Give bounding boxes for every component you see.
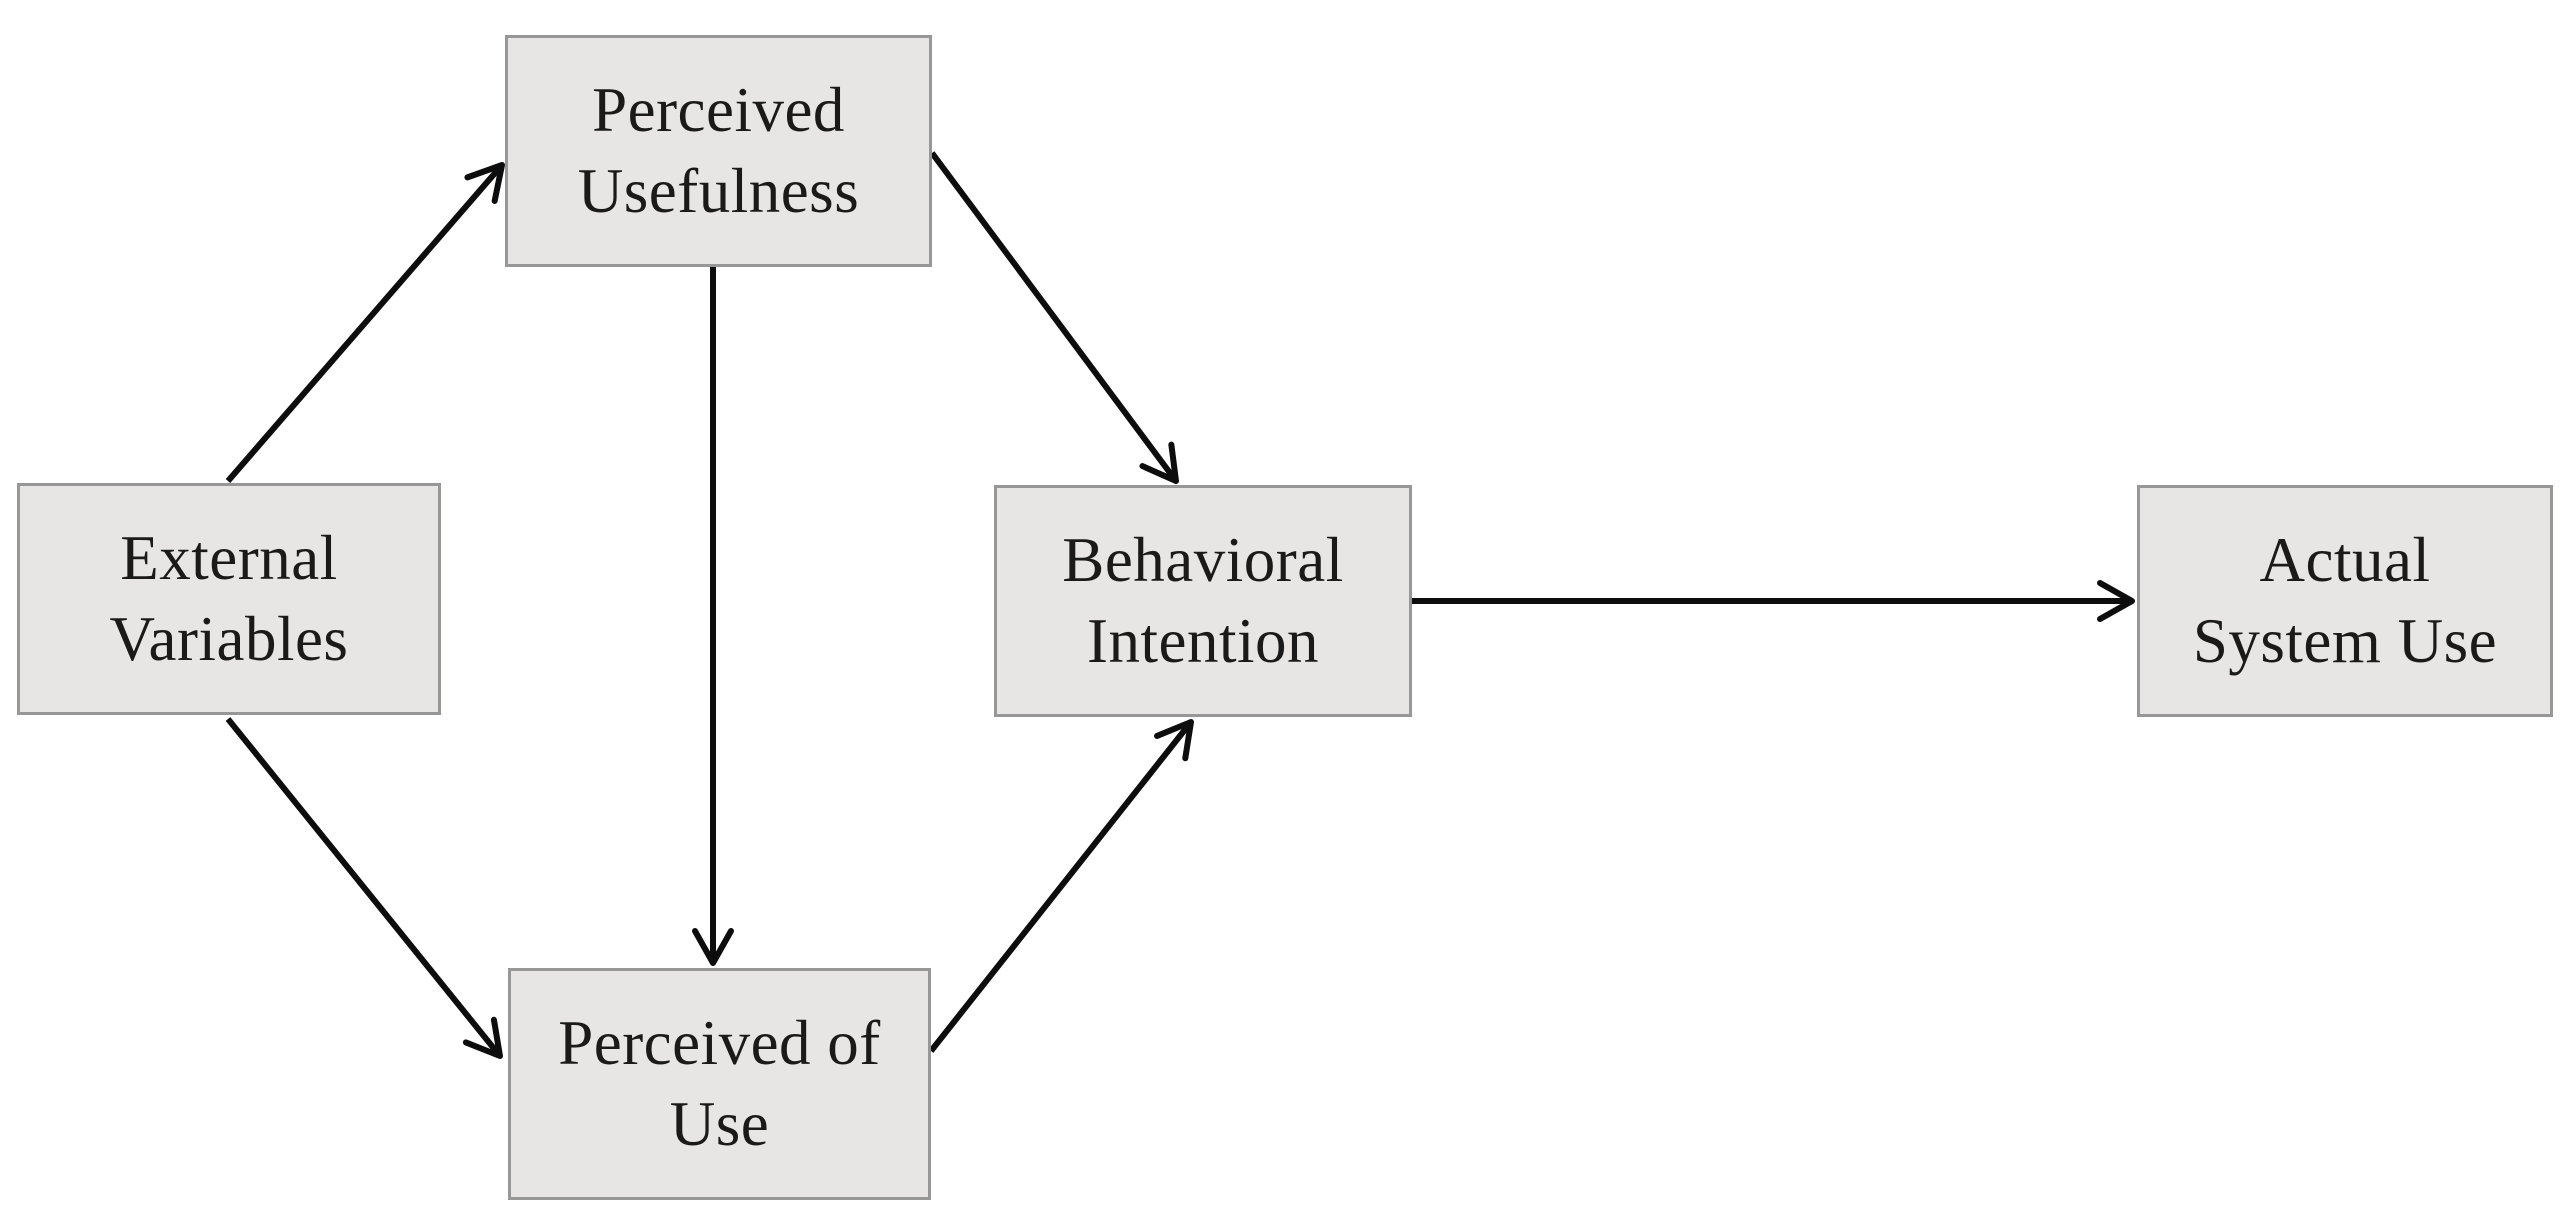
node-perceived-of-use-label: Perceived of Use: [558, 1008, 881, 1159]
node-perceived-usefulness-label: Perceived Usefulness: [577, 75, 860, 226]
arrow-perceived-usefulness-to-behavioral-intention: [929, 151, 1179, 484]
arrow-external-variables-to-perceived-usefulness: [225, 162, 505, 483]
node-behavioral-intention-label: Behavioral Intention: [1062, 525, 1344, 676]
node-behavioral-intention: Behavioral Intention: [994, 485, 1412, 717]
node-external-variables-label: External Variables: [109, 523, 349, 674]
node-perceived-usefulness: Perceived Usefulness: [505, 35, 932, 267]
arrow-perceived-of-use-to-behavioral-intention: [928, 719, 1194, 1053]
node-actual-system-use: Actual System Use: [2137, 485, 2553, 717]
node-perceived-of-use: Perceived of Use: [508, 968, 931, 1200]
node-external-variables: External Variables: [17, 483, 441, 715]
node-actual-system-use-label: Actual System Use: [2192, 525, 2498, 676]
arrow-external-variables-to-perceived-of-use: [225, 717, 503, 1059]
